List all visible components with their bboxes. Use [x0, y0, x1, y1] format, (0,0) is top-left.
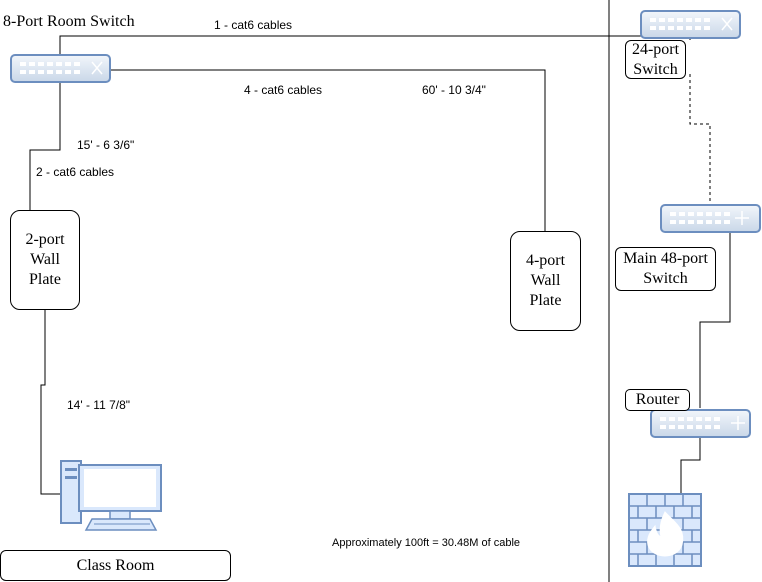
classroom-box[interactable]: Class Room [0, 550, 231, 581]
switch-48port-icon[interactable] [660, 204, 761, 233]
distance-15ft-label: 15' - 6 3/6" [77, 138, 135, 152]
total-cable-note: Approximately 100ft = 30.48M of cable [332, 537, 521, 549]
link-48port-router [699, 233, 731, 408]
link-roomswitch-2port [29, 82, 61, 212]
cable-count-4-label: 4 - cat6 cables [244, 83, 323, 97]
router-box[interactable]: Router [625, 389, 690, 411]
link-24port-48port-dashed [689, 74, 711, 204]
switch-24port-label: 24-port Switch [631, 40, 680, 78]
room-switch-label: 8-Port Room Switch [3, 13, 135, 30]
switch-24port-box[interactable]: 24-port Switch [625, 40, 686, 79]
switch-48port-label: Main 48-port Switch [623, 250, 708, 287]
link-2port-computer [40, 310, 62, 495]
distance-60ft-label: 60' - 10 3/4" [422, 83, 486, 97]
router-icon[interactable] [650, 409, 751, 438]
switch-48port-box[interactable]: Main 48-port Switch [615, 247, 716, 291]
link-router-firewall [680, 438, 701, 494]
cable-count-1-label: 1 - cat6 cables [214, 18, 293, 32]
cable-count-2-label: 2 - cat6 cables [36, 165, 115, 179]
classroom-label: Class Room [76, 556, 155, 574]
room-switch-icon[interactable] [10, 54, 111, 83]
computer-icon[interactable] [60, 460, 162, 531]
wall-plate-2port-label: 2-port Wall Plate [25, 231, 65, 288]
distance-14ft-label: 14' - 11 7/8" [67, 398, 131, 412]
router-label: Router [635, 391, 680, 408]
switch-24port-icon[interactable] [640, 10, 741, 39]
firewall-icon[interactable] [628, 493, 702, 567]
wall-plate-4port-label: 4-port Wall Plate [525, 252, 566, 309]
wall-plate-2port[interactable]: 2-port Wall Plate [10, 210, 80, 310]
wall-plate-4port[interactable]: 4-port Wall Plate [510, 231, 581, 331]
link-roomswitch-24port [59, 35, 691, 55]
link-roomswitch-4port [110, 69, 546, 232]
